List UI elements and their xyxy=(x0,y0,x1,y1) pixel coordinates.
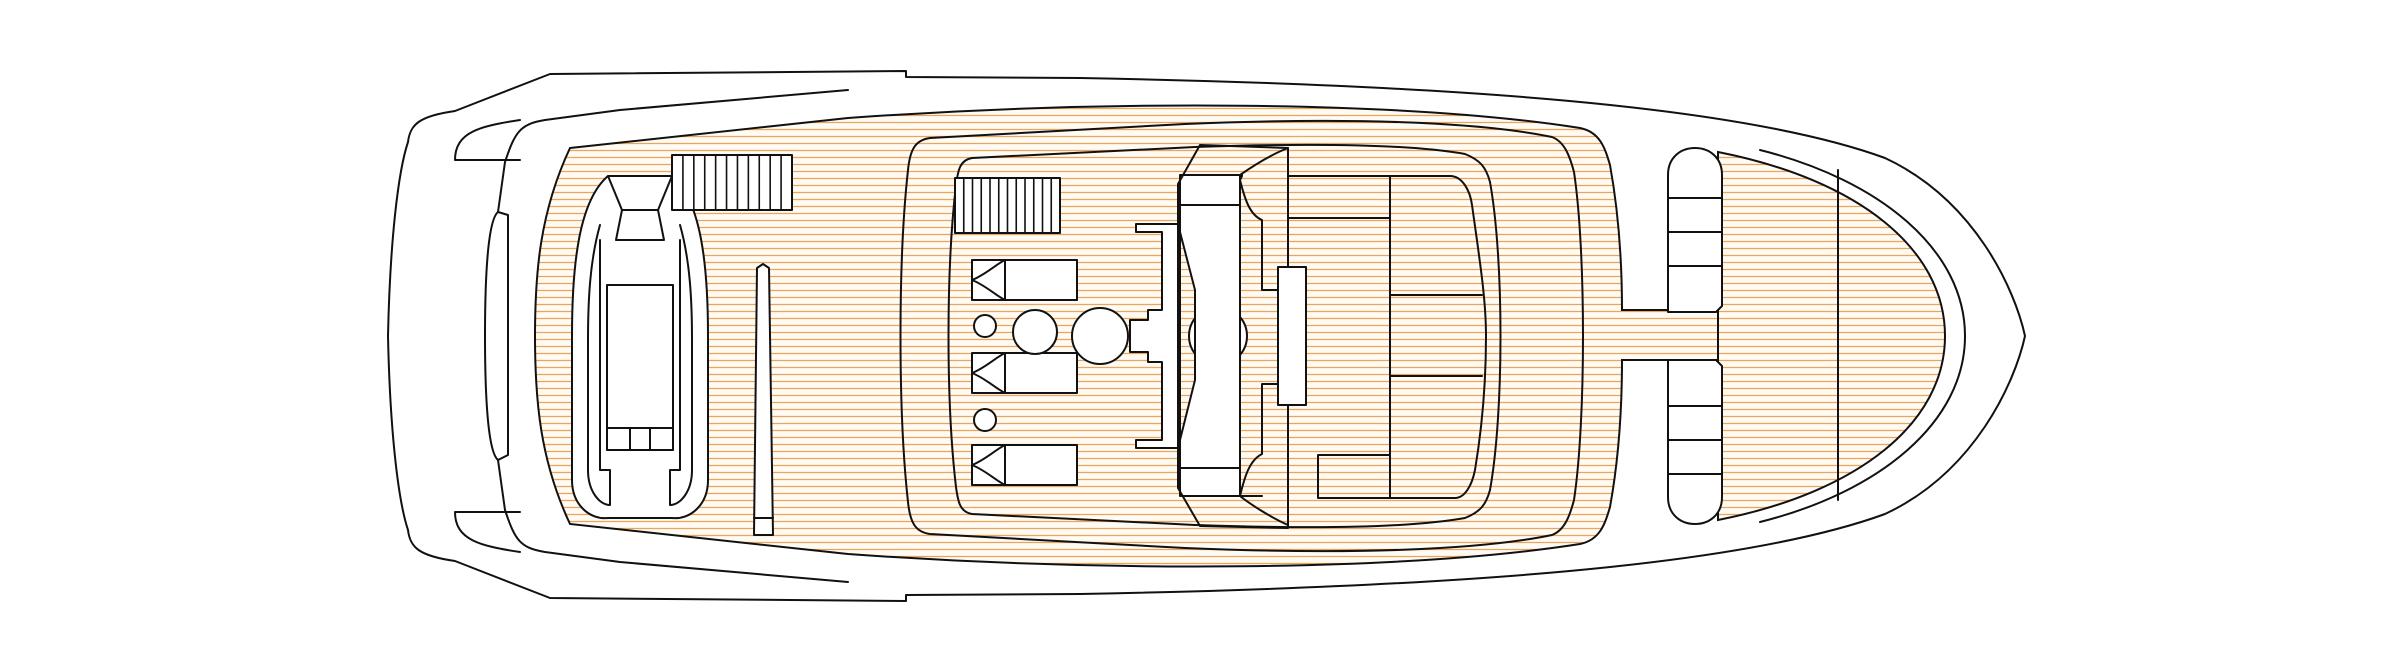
bow-seating xyxy=(1667,147,1723,525)
hull xyxy=(387,70,2026,602)
tender-chocks xyxy=(671,154,793,211)
stool-2 xyxy=(973,408,997,432)
sofa-outline xyxy=(1287,175,1487,499)
stair-slats xyxy=(954,177,1061,234)
sun-pad-1 xyxy=(971,259,1078,301)
stern-step-left xyxy=(497,211,509,461)
tender-tube-left xyxy=(587,224,611,506)
bow-outer-rim xyxy=(1759,149,1966,523)
passerelle xyxy=(753,263,774,536)
helm-seat xyxy=(1277,266,1307,406)
coffee-table xyxy=(1071,307,1129,365)
l-shaped-sofa xyxy=(1287,175,1487,499)
helm-seat-bench xyxy=(1277,266,1307,406)
hull-inner-line xyxy=(484,89,849,583)
upper-deck-rim xyxy=(899,119,1584,553)
sun-pad-2 xyxy=(971,352,1078,394)
bow-seat-stbd xyxy=(1667,359,1723,525)
tender-tube-right xyxy=(669,224,693,506)
bow-seat-port xyxy=(1667,147,1723,313)
helm-station xyxy=(1129,144,1289,529)
tender-console xyxy=(606,284,674,451)
helm-front xyxy=(1239,174,1243,497)
stern-swim-platform xyxy=(454,119,521,553)
helm-wing xyxy=(1239,147,1289,526)
boarding-ladder xyxy=(753,263,774,536)
stool-1 xyxy=(973,314,997,338)
helm-console xyxy=(1129,223,1181,449)
side-table-1 xyxy=(1012,309,1058,355)
sun-pad-3 xyxy=(971,444,1078,486)
tender-bow xyxy=(607,175,673,241)
upper-deck-inner-rim xyxy=(947,143,1502,529)
tender-engine-box xyxy=(606,427,674,451)
sun-pads xyxy=(971,259,1078,486)
chock-box-aft xyxy=(671,154,793,211)
bow-deck-surface xyxy=(1717,150,1947,522)
tender xyxy=(571,175,709,520)
upper-deck-outline xyxy=(899,119,1584,553)
hull-outer-line xyxy=(387,70,2026,602)
